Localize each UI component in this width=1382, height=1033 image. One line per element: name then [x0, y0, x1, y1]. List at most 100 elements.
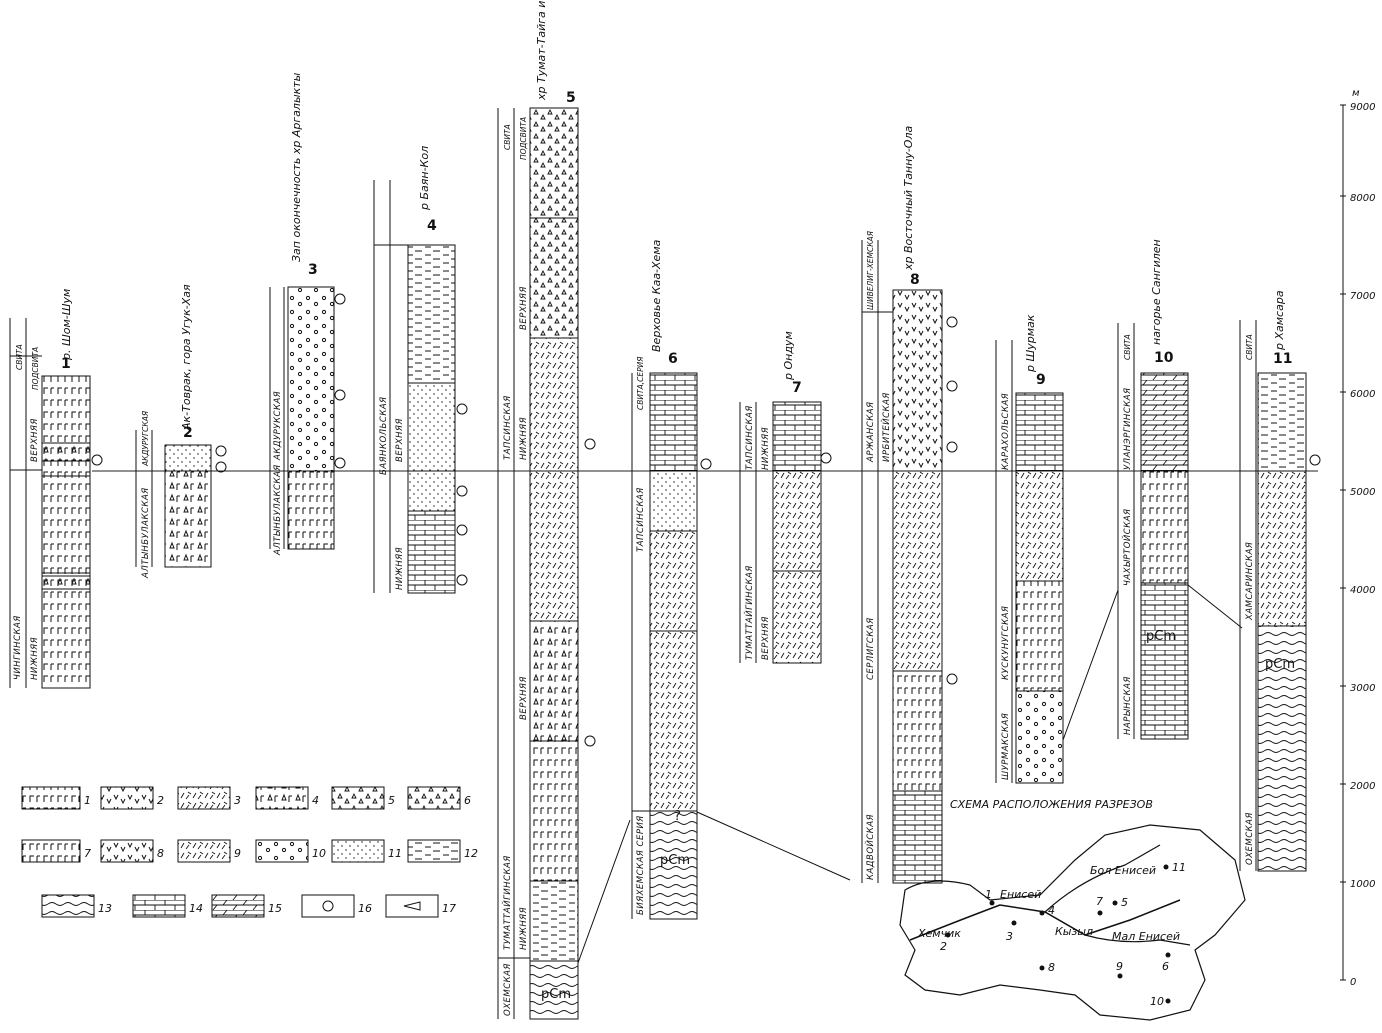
- legend-item-label: 14: [189, 902, 203, 915]
- column-6-lower: БИЯХЕМСКАЯ СЕРИЯ: [636, 815, 646, 915]
- column-8-location: хр Восточный Танну-Ола: [902, 126, 915, 271]
- legend-item-label: 13: [98, 902, 112, 915]
- map-label-mal-enisei: Мал Енисей: [1112, 930, 1180, 943]
- scale-tick: 0: [1350, 977, 1356, 988]
- legend-item-label: 2: [157, 794, 164, 807]
- column-7-upper-sub: НИЖНЯЯ: [761, 427, 771, 470]
- scale-tick: 6000: [1350, 389, 1375, 400]
- map-outline: [900, 825, 1245, 1020]
- column-8: [862, 240, 942, 883]
- column-7-number: 7: [792, 380, 802, 396]
- column-11-pcm: pCm: [1265, 657, 1295, 672]
- column-8-number: 8: [910, 272, 920, 288]
- column-5-number: 5: [566, 90, 576, 106]
- column-9-location: р Шурмак: [1024, 314, 1037, 373]
- map-point-label: 2: [940, 940, 947, 953]
- column-5-pcm: pCm: [541, 987, 571, 1002]
- column-3-location: Зап окончечность хр Аргалыкты: [290, 72, 303, 262]
- column-2-location: Ак-Товрак, гора Угук-Хая: [180, 284, 193, 431]
- map-point-label: 4: [1048, 904, 1055, 917]
- map-label-enisei: Енисей: [1000, 888, 1041, 901]
- legend-item-label: 17: [442, 902, 456, 915]
- column-6-pcm: pCm: [660, 853, 690, 868]
- column-1-upper: ВЕРХНЯЯ: [30, 418, 40, 462]
- legend-item-label: 7: [84, 847, 91, 860]
- column-11-number: 11: [1273, 351, 1292, 367]
- column-2-suite: АЛТЫНБУЛАКСКАЯ: [141, 487, 151, 579]
- column-10-b: ЧАХЫРТОЙСКАЯ: [1121, 509, 1133, 586]
- legend-item-label: 15: [268, 902, 282, 915]
- column-8-mid2: ИРБИТЕЙСКАЯ: [880, 392, 892, 462]
- column-4-suite: БАЯНКОЛЬСКАЯ: [379, 396, 389, 475]
- column-11-svita: СВИТА: [1245, 334, 1254, 360]
- column-10-pcm: pCm: [1146, 629, 1176, 644]
- map-point-label: 6: [1162, 960, 1169, 973]
- map-label-bol-enisei: Бол Енисей: [1090, 864, 1156, 877]
- column-5-lower-suite: ТУМАТТАЙГИНСКАЯ: [501, 855, 513, 950]
- column-4-number: 4: [427, 218, 437, 234]
- scale-tick: 1000: [1350, 879, 1375, 890]
- column-10-a: УЛАНЭРГИНСКАЯ: [1123, 387, 1133, 470]
- column-6-header: СВИТА,СЕРИЯ: [636, 357, 645, 410]
- column-4-lower: НИЖНЯЯ: [395, 547, 405, 590]
- column-1-location: р. Шом-Шум: [60, 289, 73, 361]
- scale-unit: м: [1352, 88, 1360, 99]
- column-5-upper-suite: ТАПСИНСКАЯ: [503, 395, 513, 460]
- column-6-number: 6: [668, 351, 678, 367]
- column-6-upper: ТАПСИНСКАЯ: [636, 487, 646, 552]
- map-point-label: 1: [985, 888, 992, 901]
- column-1-header-podsvita: ПОДСВИТА: [31, 347, 40, 390]
- column-1-suite: ЧИНГИНСКАЯ: [13, 615, 23, 680]
- column-5-lower-a: ВЕРХНЯЯ: [519, 676, 529, 720]
- map-point-label: 10: [1150, 995, 1164, 1008]
- column-5-upper-b: НИЖНЯЯ: [519, 417, 529, 460]
- column-9-mid: КУСКУНУГСКАЯ: [1001, 606, 1011, 680]
- column-6-location: Верховье Каа-Хема: [650, 239, 663, 352]
- map-point-label: 7: [1096, 895, 1103, 908]
- column-5-base-suite: ОХЕМСКАЯ: [503, 963, 513, 1016]
- column-7-upper: ТАПСИНСКАЯ: [745, 405, 755, 470]
- column-7-lower-sub: ВЕРХНЯЯ: [761, 616, 771, 660]
- column-10-c: НАРЫНСКАЯ: [1123, 676, 1133, 735]
- column-9-upper: КАРАХОЛЬСКАЯ: [1001, 393, 1011, 470]
- scale-tick: 5000: [1350, 487, 1375, 498]
- legend-item-label: 6: [464, 794, 471, 807]
- map-point-label: 11: [1172, 861, 1186, 874]
- map-label-khemchik: Хемчик: [917, 927, 961, 940]
- scale-tick: 9000: [1350, 102, 1375, 113]
- column-11-location: р Хамсара: [1273, 290, 1286, 351]
- scale-tick: 7000: [1350, 291, 1375, 302]
- column-9-low: ШУРМАКСКАЯ: [1001, 713, 1011, 780]
- legend-item-label: 12: [464, 847, 478, 860]
- legend-item-label: 11: [388, 847, 402, 860]
- column-10-number: 10: [1154, 350, 1174, 366]
- column-11-b: ОХЕМСКАЯ: [1245, 812, 1255, 865]
- column-10-svita: СВИТА: [1123, 334, 1132, 360]
- scale-tick: 2000: [1350, 781, 1375, 792]
- column-1-header-svita: СВИТА: [15, 344, 24, 370]
- depth-scale: [1340, 105, 1346, 980]
- legend-item-label: 1: [84, 794, 91, 807]
- scale-tick: 4000: [1350, 585, 1375, 596]
- column-5-lower-b: НИЖНЯЯ: [519, 907, 529, 950]
- column-3-lower: АЛТЫНБУЛАКСКАЯ: [273, 464, 283, 556]
- column-4-upper: ВЕРХНЯЯ: [395, 418, 405, 462]
- column-11-a: ХАМСАРИНСКАЯ: [1245, 542, 1255, 621]
- scale-tick: 8000: [1350, 193, 1375, 204]
- column-1-lower: НИЖНЯЯ: [30, 637, 40, 680]
- map-point-label: 3: [1006, 930, 1013, 943]
- scale-tick: 3000: [1350, 683, 1375, 694]
- column-6-question: ?: [674, 809, 681, 824]
- column-10-location: нагорье Сангилен: [1150, 239, 1163, 345]
- column-7-lower: ТУМАТТАЙГИНСКАЯ: [743, 565, 755, 660]
- legend-item-label: 16: [358, 902, 372, 915]
- legend-item-label: 10: [312, 847, 326, 860]
- column-4-location: р Баян-Кол: [418, 146, 431, 211]
- column-2-small-suite: АКДУРУГСКАЯ: [141, 411, 150, 467]
- map-title: СХЕМА РАСПОЛОЖЕНИЯ РАЗРЕЗОВ: [950, 798, 1153, 811]
- map-point-label: 5: [1121, 896, 1128, 909]
- column-7-location: р Ондум: [782, 331, 795, 381]
- legend-item-label: 8: [157, 847, 164, 860]
- column-4: [374, 180, 455, 593]
